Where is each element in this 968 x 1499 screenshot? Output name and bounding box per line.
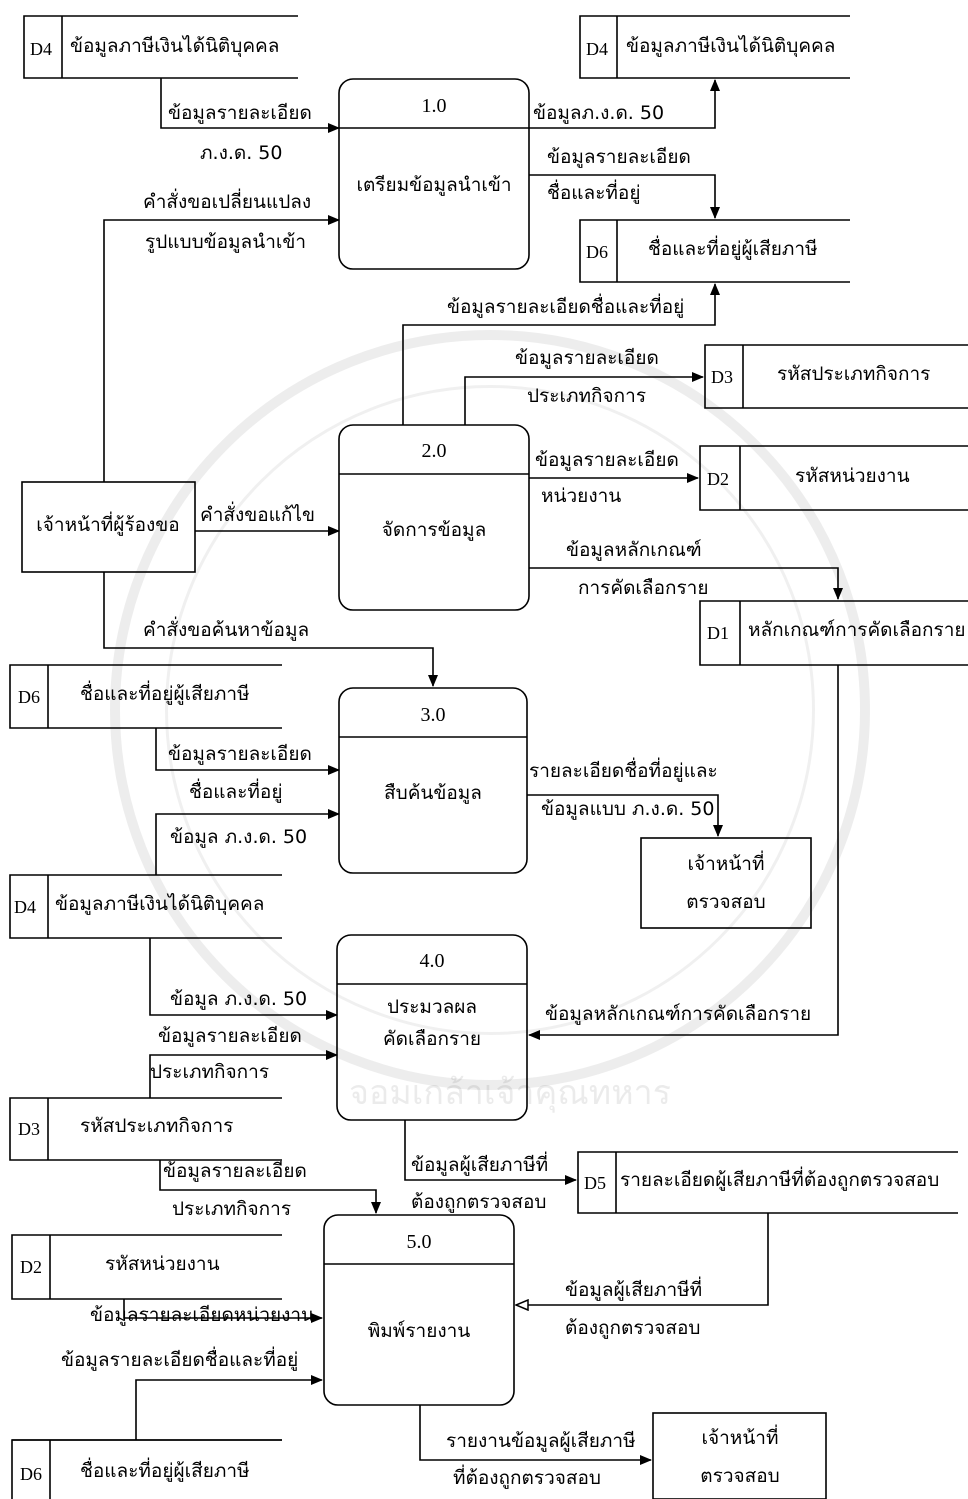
process-2-name: จัดการข้อมูล — [381, 519, 487, 541]
process-1-number: 1.0 — [421, 95, 447, 117]
store-d3-right-id: D3 — [711, 367, 733, 387]
store-d2-right-id: D2 — [707, 469, 729, 489]
entity-inspector-mid-line2: ตรวจสอบ — [686, 891, 766, 913]
process-3-name: สืบค้นข้อมูล — [384, 782, 482, 804]
process-3-number: 3.0 — [420, 704, 446, 726]
flow-label: ข้อมูลผู้เสียภาษีที่ — [565, 1279, 703, 1301]
flow-label: ข้อมูลรายละเอียดหน่วยงาน — [90, 1304, 315, 1326]
flow-label: ต้องถูกตรวจสอบ — [565, 1317, 701, 1339]
flow-label: ข้อมูลรายละเอียด — [515, 347, 659, 369]
watermark-text: จอมเกล้าเจ้าคุณทหาร — [349, 1073, 671, 1113]
store-d5-name: รายละเอียดผู้เสียภาษีที่ต้องถูกตรวจสอบ — [620, 1169, 940, 1191]
store-d6-bottom-name: ชื่อและที่อยู่ผู้เสียภาษี — [80, 1460, 250, 1482]
entity-inspector-mid-box — [640, 837, 812, 929]
entity-inspector-bottom-line2: ตรวจสอบ — [700, 1465, 780, 1487]
process-3-box — [338, 687, 528, 874]
flow-label: รายงานข้อมูลผู้เสียภาษี — [446, 1430, 636, 1452]
flow-label: ที่ต้องถูกตรวจสอบ — [453, 1467, 601, 1489]
flow-label: คำสั่งขอแก้ไข — [200, 504, 315, 526]
process-5-name: พิมพ์รายงาน — [367, 1320, 471, 1342]
flow-label: รายละเอียดชื่อที่อยู่และ — [529, 760, 718, 782]
store-d1-right-id: D1 — [707, 623, 729, 643]
flow-label: ข้อมูล ภ.ง.ด. 50 — [170, 988, 308, 1010]
flow-label: ชื่อและที่อยู่ — [189, 781, 283, 803]
store-d4-mid-name: ข้อมูลภาษีเงินได้นิติบุคคล — [55, 893, 265, 915]
flow-label: ข้อมูลรายละเอียด — [163, 1160, 307, 1182]
flow-label: ข้อมูลแบบ ภ.ง.ด. 50 — [541, 798, 715, 820]
flow-label: ข้อมูลรายละเอียด — [158, 1025, 302, 1047]
process-5-number: 5.0 — [406, 1231, 432, 1253]
entity-requester-box — [21, 481, 196, 573]
store-d4-top-left-id: D4 — [30, 39, 52, 59]
flow-label: คำสั่งขอค้นหาข้อมูล — [143, 619, 310, 641]
flow-label: ชื่อและที่อยู่ — [547, 182, 641, 204]
flow-label: ประเภทกิจการ — [150, 1061, 270, 1083]
store-d2-left-id: D2 — [20, 1257, 42, 1277]
flow-label: ข้อมูลรายละเอียด — [547, 146, 691, 168]
store-d4-top-right-shape — [579, 15, 850, 79]
store-d3-right-shape — [704, 344, 968, 409]
store-d6-mid-shape — [9, 664, 282, 729]
process-1-box — [338, 78, 530, 270]
process-4-number: 4.0 — [419, 950, 445, 972]
store-d5-id: D5 — [584, 1173, 606, 1193]
store-d1-right-name: หลักเกณฑ์การคัดเลือกราย — [748, 619, 966, 641]
flow-label: ข้อมูลรายละเอียดชื่อและที่อยู่ — [61, 1349, 299, 1371]
store-d6-top-id: D6 — [586, 242, 608, 262]
flow-label: ข้อมูล ภ.ง.ด. 50 — [170, 826, 308, 848]
flow-label: ภ.ง.ด. 50 — [200, 142, 283, 164]
store-d3-left-shape — [9, 1097, 282, 1161]
flow-label: ข้อมูลรายละเอียด — [168, 102, 312, 124]
flow-label: ต้องถูกตรวจสอบ — [411, 1191, 547, 1213]
flow-label: คำสั่งขอเปลี่ยนแปลง — [143, 191, 312, 213]
watermark-seal-ring — [110, 330, 870, 1090]
store-d2-left-name: รหัสหน่วยงาน — [105, 1253, 220, 1275]
flow-label: ข้อมูลภ.ง.ด. 50 — [533, 102, 665, 124]
store-d3-right-name: รหัสประเภทกิจการ — [777, 363, 931, 385]
entity-requester-label: เจ้าหน้าที่ผู้ร้องขอ — [36, 514, 180, 536]
process-2-box — [338, 424, 530, 611]
flow-label: ประเภทกิจการ — [527, 385, 647, 407]
flow-label: การคัดเลือกราย — [578, 577, 709, 599]
store-d3-left-id: D3 — [18, 1119, 40, 1139]
store-d4-mid-shape — [9, 874, 282, 939]
flow-label: ข้อมูลรายละเอียดชื่อและที่อยู่ — [447, 296, 685, 318]
flow-label: รูปแบบข้อมูลนำเข้า — [145, 231, 307, 253]
flow-label: ข้อมูลรายละเอียด — [168, 743, 312, 765]
store-d4-top-right-name: ข้อมูลภาษีเงินได้นิติบุคคล — [626, 35, 836, 57]
process-5-box — [323, 1214, 515, 1406]
store-d4-top-left-name: ข้อมูลภาษีเงินได้นิติบุคคล — [70, 35, 280, 57]
entity-inspector-mid-line1: เจ้าหน้าที่ — [687, 853, 765, 875]
store-d6-mid-id: D6 — [18, 687, 40, 707]
process-4-name-line2: คัดเลือกราย — [382, 1028, 482, 1050]
entity-inspector-bottom-box — [652, 1412, 827, 1499]
flow-label: ข้อมูลหลักเกณฑ์ — [566, 539, 702, 561]
store-d6-mid-name: ชื่อและที่อยู่ผู้เสียภาษี — [80, 683, 250, 705]
flow-label: หน่วยงาน — [541, 485, 622, 507]
store-d1-right-shape — [699, 600, 968, 666]
store-d6-top-name: ชื่อและที่อยู่ผู้เสียภาษี — [648, 238, 818, 260]
flow-label: ข้อมูลหลักเกณฑ์การคัดเลือกราย — [545, 1003, 812, 1025]
process-4-box — [336, 934, 528, 1121]
store-d4-mid-id: D4 — [14, 897, 36, 917]
flow-label: ข้อมูลผู้เสียภาษีที่ — [411, 1154, 549, 1176]
flow-label: ข้อมูลรายละเอียด — [535, 449, 679, 471]
flow-label: ประเภทกิจการ — [172, 1198, 292, 1220]
store-d6-bottom-id: D6 — [20, 1464, 42, 1484]
process-1-name: เตรียมข้อมูลนำเข้า — [356, 174, 512, 196]
store-d4-top-right-id: D4 — [586, 39, 608, 59]
store-d3-left-name: รหัสประเภทกิจการ — [80, 1115, 234, 1137]
store-d2-left-shape — [11, 1234, 282, 1300]
watermark-seal-inner-ring — [165, 385, 815, 1035]
store-d6-top-shape — [579, 219, 850, 283]
process-4-name-line1: ประมวลผล — [386, 996, 478, 1018]
store-d2-right-name: รหัสหน่วยงาน — [795, 465, 910, 487]
entity-inspector-bottom-line1: เจ้าหน้าที่ — [701, 1427, 779, 1449]
process-2-number: 2.0 — [421, 440, 447, 462]
store-d2-right-shape — [699, 445, 968, 511]
